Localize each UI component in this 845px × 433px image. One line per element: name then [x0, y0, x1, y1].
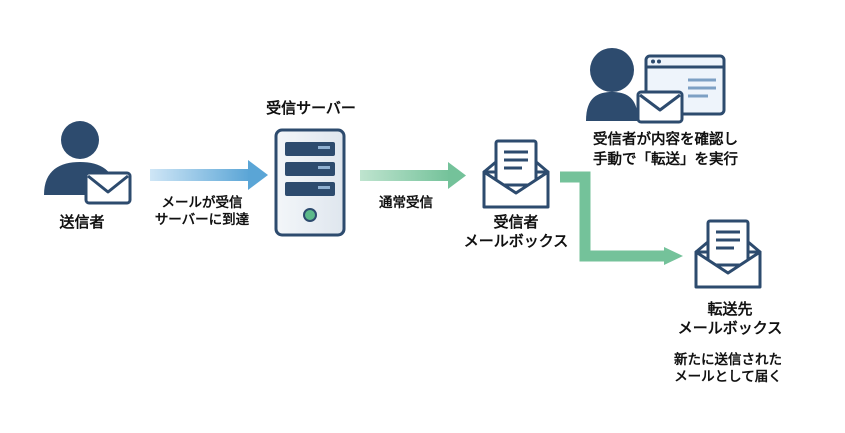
recipient-mailbox-icon [482, 139, 550, 209]
recipient-user-label-line2: 手動で「転送」を実行 [593, 152, 738, 169]
recipient-mailbox-label: 受信者 メールボックス [464, 213, 569, 251]
forward-result-note-line2: メールとして届く [674, 368, 782, 385]
sender-label: 送信者 [59, 213, 105, 231]
send-edge-label-line1: メールが受信 [161, 195, 243, 211]
recipient-mailbox-label-line1: 受信者 [493, 213, 539, 231]
recipient-user-label-line1: 受信者が内容を確認し [593, 132, 738, 148]
receive-edge-label: 通常受信 [379, 195, 433, 211]
server-label: 受信サーバー [266, 99, 356, 117]
recipient-user-label: 受信者が内容を確認し 手動で「転送」を実行 [593, 130, 738, 171]
forward-mailbox-label-line2: メールボックス [677, 318, 783, 337]
recipient-person-icon [586, 48, 638, 121]
recipient-envelope-icon [636, 90, 684, 124]
arrow-forward [560, 171, 683, 265]
forward-result-note: 新たに送信された メールとして届く [674, 352, 782, 386]
send-edge-label: メールが受信 サーバーに到達 [155, 195, 249, 229]
forward-mailbox-icon [694, 219, 762, 289]
forward-result-note-line1: 新たに送信された [674, 352, 782, 368]
arrow-receive [360, 162, 466, 189]
sender-envelope-icon [84, 171, 132, 205]
forward-mailbox-label: 転送先 メールボックス [678, 300, 783, 338]
send-edge-label-line2: サーバーに到達 [154, 211, 250, 228]
server-icon [274, 128, 346, 237]
forward-mailbox-label-line1: 転送先 [707, 300, 753, 318]
arrow-send [150, 160, 268, 190]
recipient-mailbox-label-line2: メールボックス [463, 231, 569, 250]
